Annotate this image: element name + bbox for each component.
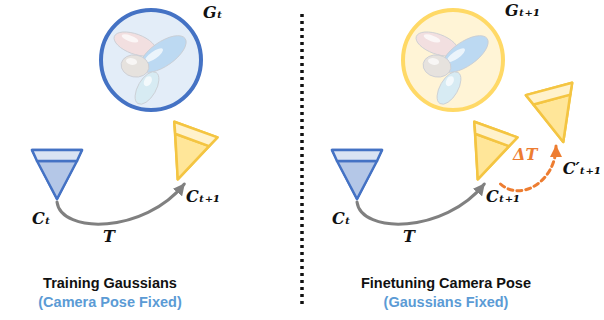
camera-frustum [328, 146, 386, 202]
panel-subtitle: (Camera Pose Fixed) [38, 295, 181, 311]
transform-arrow [357, 184, 484, 224]
gaussian-ellipsoids [99, 8, 203, 112]
camera-symbol: Cₜ₊₁ [186, 188, 220, 206]
camera-node: Cₜ [28, 146, 86, 202]
transform-arrow [57, 184, 184, 224]
gaussian-symbol: Gₜ₊₁ [505, 2, 540, 20]
camera-frustum [28, 146, 86, 202]
camera-node: Cₜ [328, 146, 386, 202]
panel-title: Finetuning Camera Pose [361, 276, 531, 292]
camera-node: Cₜ₊₁ [460, 124, 514, 184]
camera-frustum [528, 84, 584, 146]
camera-symbol: C′ₜ₊₁ [563, 160, 601, 178]
camera-node: C′ₜ₊₁ [528, 84, 584, 146]
gaussian-symbol: Gₜ [203, 4, 223, 22]
transform-label: T [101, 228, 117, 246]
gaussian-set-circle: Gₜ [99, 8, 203, 112]
camera-frustum [460, 124, 514, 184]
gaussian-ellipsoids [401, 8, 505, 112]
panel-subtitle: (Gaussians Fixed) [384, 295, 509, 311]
panel-title: Training Gaussians [43, 276, 177, 292]
transform-label: ΔT [511, 146, 539, 164]
camera-node: Cₜ₊₁ [160, 124, 214, 184]
camera-symbol: Cₜ [32, 210, 51, 228]
gaussian-set-circle: Gₜ₊₁ [401, 8, 505, 112]
camera-symbol: Cₜ₊₁ [486, 188, 520, 206]
dotted-divider [300, 14, 304, 304]
camera-symbol: Cₜ [332, 210, 351, 228]
transform-label: T [401, 228, 417, 246]
delta-transform-arrow [501, 146, 557, 191]
camera-frustum [160, 124, 214, 184]
